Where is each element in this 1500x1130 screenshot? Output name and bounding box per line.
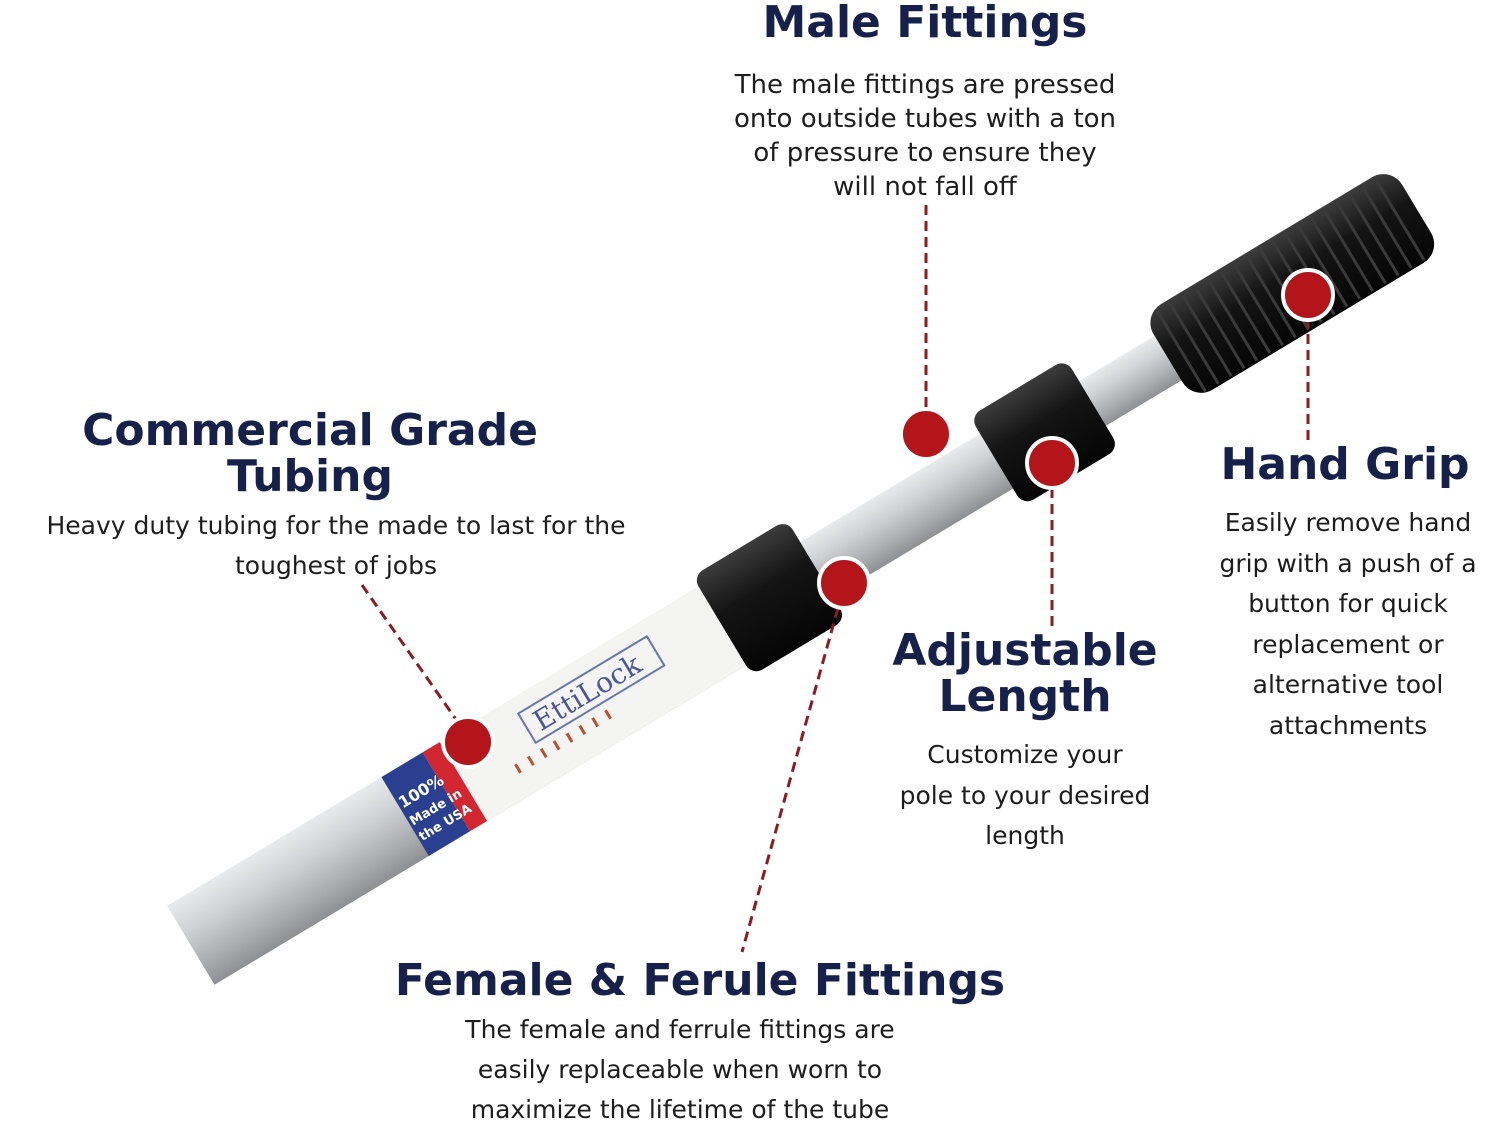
description-line: Customize your <box>927 740 1123 769</box>
marker-hand-grip <box>1281 268 1335 322</box>
description-line: Easily remove hand <box>1224 508 1472 537</box>
description-line: alternative tool <box>1252 670 1444 699</box>
marker-adjustable-length <box>1025 436 1079 490</box>
title-line: Length <box>938 671 1112 722</box>
female-ferrule-title: Female & Ferule Fittings <box>394 955 1006 1006</box>
hand-grip-description: Easily remove hand grip with a push of a… <box>1196 503 1500 746</box>
marker-male-fittings <box>899 407 953 461</box>
male-fitting <box>974 363 1115 502</box>
description-line: onto outside tubes with a ton <box>733 104 1117 134</box>
product-label: EttiLock 100% Made in <box>381 571 772 856</box>
description-line: toughest of jobs <box>235 551 437 580</box>
adjustable-length-description: Customize your pole to your desired leng… <box>870 735 1180 857</box>
title-line: Adjustable <box>892 625 1158 676</box>
description-line: Heavy duty tubing for the made to last f… <box>46 511 626 540</box>
description-line: maximize the lifetime of the tube <box>470 1095 890 1124</box>
description-line: attachments <box>1268 710 1428 740</box>
title-line: Tubing <box>227 451 393 502</box>
description-line: of pressure to ensure they <box>753 138 1097 168</box>
female-ferrule-description: The female and ferrule fittings are easi… <box>400 1010 960 1130</box>
description-line: length <box>985 821 1065 850</box>
male-fittings-description: The male fittings are pressed onto outsi… <box>690 68 1160 204</box>
marker-female-ferrule <box>817 556 871 610</box>
adjustable-length-title: Adjustable Length <box>870 628 1180 720</box>
description-line: The female and ferrule fittings are <box>465 1015 895 1044</box>
female-ferrule-fitting <box>696 524 842 672</box>
description-line: grip with a push of a <box>1219 548 1477 578</box>
title-line: Commercial Grade <box>82 405 538 456</box>
male-fittings-title: Male Fittings <box>762 0 1088 48</box>
hand-grip-title: Hand Grip <box>1220 439 1470 490</box>
commercial-tubing-title: Commercial Grade Tubing <box>20 408 600 500</box>
description-line: easily replaceable when worn to <box>477 1055 883 1084</box>
leader-female-ferrule <box>740 607 840 953</box>
description-line: button for quick <box>1248 589 1448 618</box>
description-line: will not fall off <box>833 172 1017 202</box>
commercial-tubing-description: Heavy duty tubing for the made to last f… <box>0 506 672 586</box>
description-line: The male fittings are pressed <box>734 70 1116 100</box>
label-scale-ticks <box>514 709 612 774</box>
description-line: pole to your desired <box>899 780 1151 810</box>
leader-commercial-tubing <box>360 584 464 729</box>
description-line: replacement or <box>1252 629 1444 659</box>
marker-commercial-tubing <box>441 715 495 769</box>
